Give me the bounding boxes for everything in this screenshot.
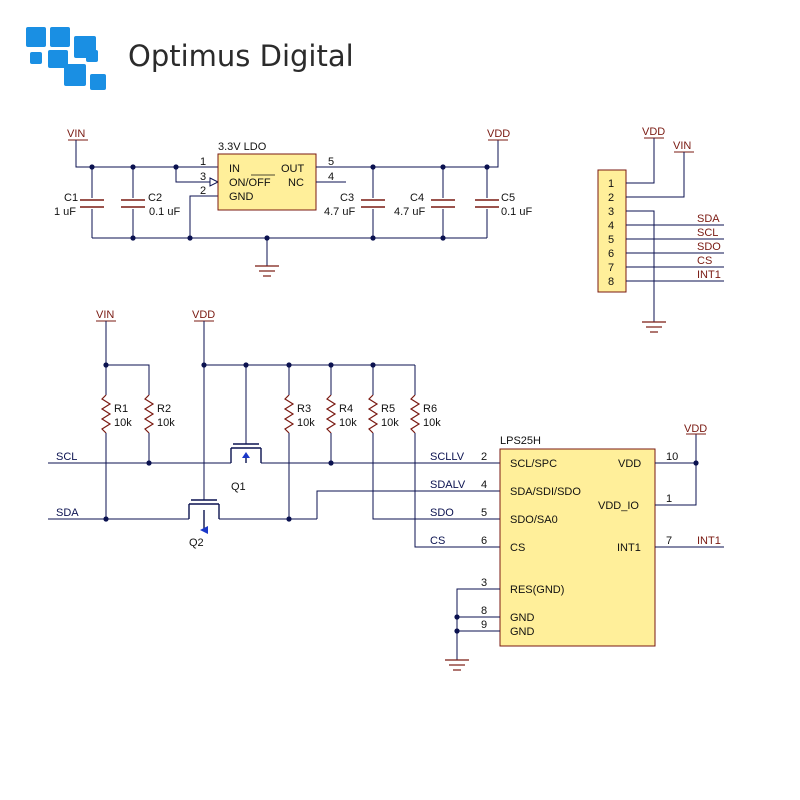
- sensor-num-6: 6: [481, 535, 487, 547]
- r4-ref: R4: [339, 403, 353, 415]
- sensor-num-3: 3: [481, 577, 487, 589]
- header-net-cs: CS: [697, 255, 712, 267]
- lps25h-sensor: LPS25H SCL/SPC SDA/SDI/SDO SDO/SA0 CS RE…: [445, 423, 724, 671]
- sensor-pin-sdo: SDO/SA0: [510, 514, 558, 526]
- header-pin-8: 8: [608, 276, 614, 288]
- sensor-title: LPS25H: [500, 435, 541, 447]
- sensor-pin-cs: CS: [510, 542, 525, 554]
- ldo-pinnum-in: 1: [200, 156, 206, 168]
- q1-mosfet: Q1: [230, 443, 262, 493]
- c1-value: 1 uF: [54, 206, 76, 218]
- sensor-num-5: 5: [481, 507, 487, 519]
- net-sdalv-label: SDALV: [430, 479, 466, 491]
- net-sda-label: SDA: [56, 507, 79, 519]
- sensor-pin-scl: SCL/SPC: [510, 458, 557, 470]
- c3-ref: C3: [340, 192, 354, 204]
- q2-mosfet: Q2: [188, 499, 220, 549]
- header-pin-5: 5: [608, 234, 614, 246]
- q1-ref: Q1: [231, 481, 246, 493]
- vin-label-shifter: VIN: [96, 309, 114, 321]
- r2-value: 10k: [157, 417, 175, 429]
- sensor-pin-int1: INT1: [617, 542, 641, 554]
- pixel-blocks-logo: [26, 27, 106, 90]
- r3-value: 10k: [297, 417, 315, 429]
- sensor-pin-res: RES(GND): [510, 584, 564, 596]
- vdd-label-top: VDD: [487, 128, 510, 140]
- sensor-num-9: 9: [481, 619, 487, 631]
- net-cs-label: CS: [430, 535, 445, 547]
- r6-ref: R6: [423, 403, 437, 415]
- ldo-pinnum-out: 5: [328, 156, 334, 168]
- ldo-pinnum-nc: 4: [328, 171, 334, 183]
- c5-value: 0.1 uF: [501, 206, 532, 218]
- r5-value: 10k: [381, 417, 399, 429]
- r2-ref: R2: [157, 403, 171, 415]
- header-net-sdo: SDO: [697, 241, 721, 253]
- header-connector: VDD VIN 1 2 3 4 5 6 7 8 SDA SCL SDO CS I…: [597, 126, 724, 333]
- q2-ref: Q2: [189, 537, 204, 549]
- vin-label-header: VIN: [673, 140, 691, 152]
- sensor-pin-gnd9: GND: [510, 626, 535, 638]
- sensor-pin-sda: SDA/SDI/SDO: [510, 486, 581, 498]
- brand-name: Optimus Digital: [128, 39, 354, 73]
- c5-ref: C5: [501, 192, 515, 204]
- vin-label-top: VIN: [67, 128, 85, 140]
- ldo-pinnum-gnd: 2: [200, 185, 206, 197]
- ldo-title: 3.3V LDO: [218, 141, 267, 153]
- sensor-pin-gnd8: GND: [510, 612, 535, 624]
- sensor-num-2: 2: [481, 451, 487, 463]
- net-scl-label: SCL: [56, 451, 77, 463]
- r1-value: 10k: [114, 417, 132, 429]
- c1-ref: C1: [64, 192, 78, 204]
- sensor-num-4: 4: [481, 479, 487, 491]
- r1-ref: R1: [114, 403, 128, 415]
- header-pin-7: 7: [608, 262, 614, 274]
- c3-value: 4.7 uF: [324, 206, 355, 218]
- r4-value: 10k: [339, 417, 357, 429]
- net-scllv-label: SCLLV: [430, 451, 465, 463]
- ldo-pin-out: OUT: [281, 163, 305, 175]
- header-pin-4: 4: [608, 220, 614, 232]
- ldo-pin-nc: NC: [288, 177, 304, 189]
- r6-value: 10k: [423, 417, 441, 429]
- level-shifter-section: VIN VDD R1 10k R2 10k R3 10k R4: [48, 309, 500, 549]
- r5-ref: R5: [381, 403, 395, 415]
- vdd-label-shifter: VDD: [192, 309, 215, 321]
- sensor-num-7: 7: [666, 535, 672, 547]
- header-net-sda: SDA: [697, 213, 720, 225]
- vdd-label-sensor: VDD: [684, 423, 707, 435]
- ldo-section: VIN 3.3V LDO IN: [54, 128, 532, 277]
- c2-ref: C2: [148, 192, 162, 204]
- header-net-scl: SCL: [697, 227, 718, 239]
- sensor-num-1: 1: [666, 493, 672, 505]
- c4-value: 4.7 uF: [394, 206, 425, 218]
- vdd-label-header: VDD: [642, 126, 665, 138]
- r3-ref: R3: [297, 403, 311, 415]
- sensor-pin-vddio: VDD_IO: [598, 500, 639, 512]
- ldo-pinnum-onoff: 3: [200, 171, 206, 183]
- header-net-int1: INT1: [697, 269, 721, 281]
- header-pin-3: 3: [608, 206, 614, 218]
- c4-ref: C4: [410, 192, 424, 204]
- net-int1-label: INT1: [697, 535, 721, 547]
- header-pin-6: 6: [608, 248, 614, 260]
- c2-value: 0.1 uF: [149, 206, 180, 218]
- ldo-pin-onoff: ON/OFF: [229, 177, 271, 189]
- header-pin-2: 2: [608, 192, 614, 204]
- sensor-num-10: 10: [666, 451, 678, 463]
- ldo-pin-in: IN: [229, 163, 240, 175]
- sensor-num-8: 8: [481, 605, 487, 617]
- ldo-pin-gnd: GND: [229, 191, 254, 203]
- net-sdo-label: SDO: [430, 507, 454, 519]
- sensor-pin-vdd: VDD: [618, 458, 641, 470]
- header-pin-1: 1: [608, 178, 614, 190]
